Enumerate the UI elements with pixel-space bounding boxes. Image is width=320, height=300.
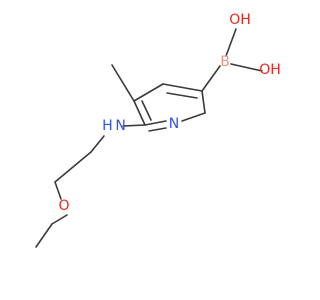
hydroxyl-top-label: OH xyxy=(229,12,251,28)
bond-ch2-ch3 xyxy=(35,223,53,248)
bond-amine-ch2 xyxy=(90,135,105,153)
bond-ch2-ch2 xyxy=(54,151,92,183)
bond-boron-oh-right xyxy=(230,63,263,72)
boron-label: B xyxy=(220,54,230,70)
bond-c2-amine xyxy=(122,124,146,127)
bond-oxygen-ch2 xyxy=(51,214,68,225)
ring-bond-c2-c3-inner xyxy=(141,100,152,121)
ring-bond-c4-c5-inner xyxy=(166,92,198,99)
ring-bond-c5-c6 xyxy=(201,90,206,114)
ring-bond-c6-n1 xyxy=(181,112,206,122)
ether-oxygen-label: O xyxy=(58,198,69,214)
molecule-diagram: B OH OH N H N O xyxy=(35,12,281,248)
amine-label: H N xyxy=(102,118,126,134)
hydroxyl-right-label: OH xyxy=(259,62,281,78)
ring-bond-c2-c3 xyxy=(133,100,146,126)
bond-boron-oh-top xyxy=(225,28,237,57)
ring-bond-c3-c4 xyxy=(133,83,164,102)
methyl-bond xyxy=(111,64,135,102)
structure-drawing: B OH OH N H N O xyxy=(35,12,281,248)
ring-bond-n1-c2 xyxy=(144,120,167,126)
ring-bond-n1-c2-inner xyxy=(148,127,167,132)
bond-c5-boron xyxy=(201,65,221,92)
ring-bond-c4-c5 xyxy=(162,83,203,92)
bond-ch2-oxygen xyxy=(54,181,62,200)
ring-nitrogen-label: N xyxy=(169,116,179,132)
